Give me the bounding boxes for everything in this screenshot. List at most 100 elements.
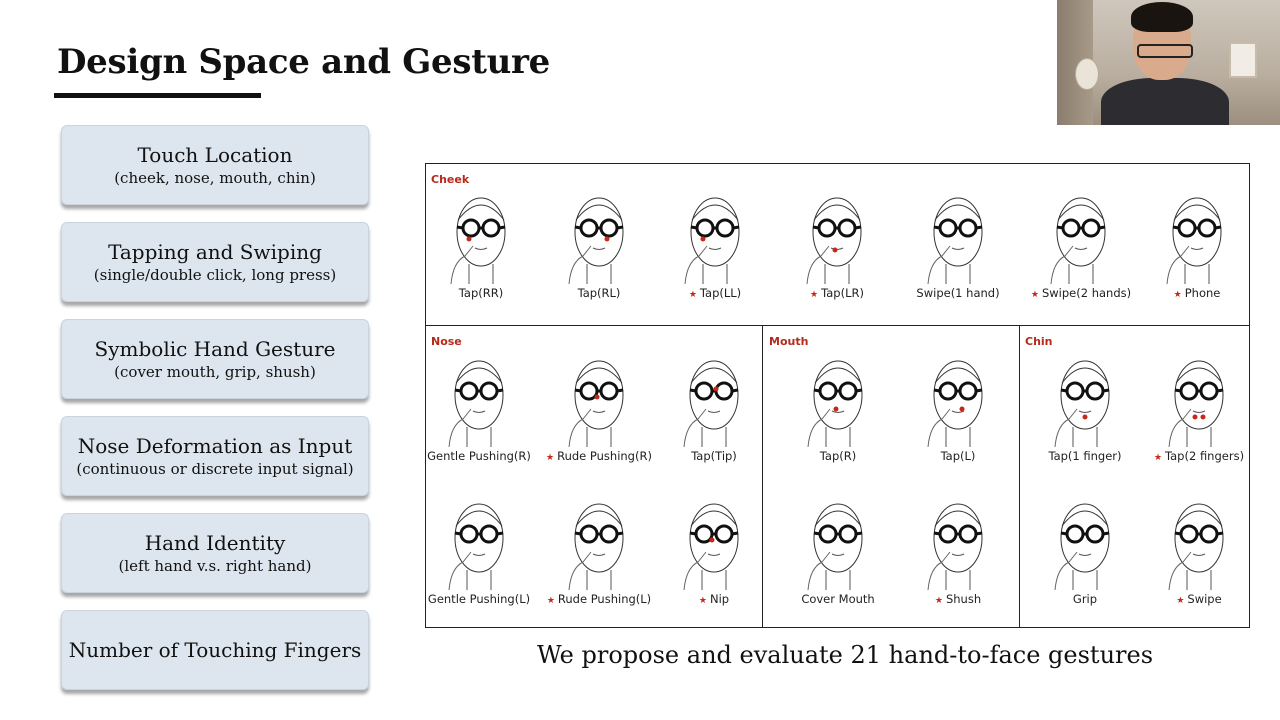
face-stroke xyxy=(1177,218,1197,238)
gesture-item: Tap(R) xyxy=(783,347,893,463)
face-stroke xyxy=(813,531,821,536)
card-title: Hand Identity xyxy=(144,531,286,555)
face-stroke xyxy=(732,225,740,230)
face-stroke xyxy=(592,410,606,413)
face-stroke xyxy=(975,388,983,393)
face-stroke xyxy=(689,503,739,573)
face-stroke xyxy=(1060,531,1068,536)
gesture-label: Gentle Pushing(R) xyxy=(424,449,534,463)
face-stroke xyxy=(1199,381,1219,401)
face-stroke xyxy=(702,264,728,284)
face-stroke xyxy=(472,553,486,556)
face-stroke xyxy=(1175,367,1223,384)
face-stroke xyxy=(933,197,983,267)
face-stroke xyxy=(690,197,740,267)
face-stroke xyxy=(831,410,845,413)
gesture-label: ★Nip xyxy=(659,592,769,606)
gesture-label: ★Rude Pushing(L) xyxy=(544,592,654,606)
face-stroke xyxy=(448,551,472,590)
face-illustration xyxy=(1166,197,1222,284)
face-stroke xyxy=(1186,427,1212,447)
card-title: Touch Location xyxy=(137,143,293,167)
face-stroke xyxy=(938,524,958,544)
presenter-hair xyxy=(1131,2,1193,32)
face-stroke xyxy=(934,204,982,221)
gesture-item: ★Rude Pushing(L) xyxy=(544,490,654,606)
face-illustration xyxy=(927,503,983,590)
gesture-item: ★Phone xyxy=(1142,184,1252,300)
face-stroke xyxy=(574,388,582,393)
gesture-label-text: Tap(RL) xyxy=(577,286,621,300)
gesture-item: ★Rude Pushing(R) xyxy=(544,347,654,463)
face-stroke xyxy=(690,225,698,230)
face-stroke xyxy=(575,204,623,221)
gesture-item: Gentle Pushing(L) xyxy=(424,490,534,606)
face-stroke xyxy=(1175,510,1223,527)
face-stroke xyxy=(933,360,983,430)
face-stroke xyxy=(689,531,697,536)
face-stroke xyxy=(1098,225,1106,230)
touch-point-dot xyxy=(604,236,610,242)
gesture-label-text: Tap(LR) xyxy=(821,286,864,300)
face-stroke xyxy=(481,218,501,238)
face-stroke xyxy=(807,408,831,447)
card-tapping-swiping: Tapping and Swiping (single/double click… xyxy=(61,222,369,302)
gesture-label: Tap(Tip) xyxy=(659,449,769,463)
gesture-label-text: Swipe xyxy=(1187,592,1222,606)
face-stroke xyxy=(1179,381,1199,401)
face-stroke xyxy=(715,218,735,238)
gesture-label: Tap(RL) xyxy=(544,286,654,300)
card-touch-location: Touch Location (cheek, nose, mouth, chin… xyxy=(61,125,369,205)
face-stroke xyxy=(683,408,707,447)
star-icon: ★ xyxy=(546,596,555,606)
face-stroke xyxy=(456,197,506,267)
face-stroke xyxy=(592,553,606,556)
gesture-item: Tap(L) xyxy=(903,347,1013,463)
gesture-label: Tap(1 finger) xyxy=(1030,449,1140,463)
face-stroke xyxy=(927,245,951,284)
face-stroke xyxy=(933,503,983,573)
face-stroke xyxy=(1184,264,1210,284)
face-stroke xyxy=(1173,204,1221,221)
face-stroke xyxy=(496,531,504,536)
gesture-label: ★Rude Pushing(R) xyxy=(544,449,654,463)
face-stroke xyxy=(461,218,481,238)
face-illustration xyxy=(807,503,863,590)
face-stroke xyxy=(731,388,739,393)
face-stroke xyxy=(586,570,612,590)
face-stroke xyxy=(575,510,623,527)
presenter-body xyxy=(1101,78,1229,125)
face-stroke xyxy=(854,225,862,230)
face-stroke xyxy=(1085,381,1105,401)
section-label-nose: Nose xyxy=(431,335,462,348)
face-stroke xyxy=(933,531,941,536)
face-stroke xyxy=(1081,218,1101,238)
face-stroke xyxy=(855,388,863,393)
face-stroke xyxy=(1166,245,1190,284)
face-stroke xyxy=(1168,408,1192,447)
gesture-label-text: Tap(LL) xyxy=(699,286,742,300)
gesture-label: ★Tap(2 fingers) xyxy=(1144,449,1254,463)
gesture-label-text: Tap(L) xyxy=(940,449,976,463)
face-stroke xyxy=(456,225,464,230)
picture-frame xyxy=(1229,42,1257,78)
gesture-label-text: Gentle Pushing(L) xyxy=(427,592,531,606)
face-stroke xyxy=(818,381,838,401)
face-stroke xyxy=(1197,218,1217,238)
touch-point-dot xyxy=(1192,414,1198,420)
face-stroke xyxy=(1174,388,1182,393)
gesture-label: Tap(R) xyxy=(783,449,893,463)
gesture-label-text: Gentle Pushing(R) xyxy=(427,449,531,463)
face-stroke xyxy=(1179,524,1199,544)
face-stroke xyxy=(575,367,623,384)
face-stroke xyxy=(1186,570,1212,590)
face-stroke xyxy=(837,218,857,238)
gesture-label-text: Nip xyxy=(709,592,730,606)
touch-point-dot xyxy=(1200,414,1206,420)
face-stroke xyxy=(684,245,708,284)
face-stroke xyxy=(1172,197,1222,267)
divider xyxy=(762,325,763,627)
face-illustration xyxy=(1168,360,1224,447)
face-stroke xyxy=(813,360,863,430)
face-stroke xyxy=(616,388,624,393)
